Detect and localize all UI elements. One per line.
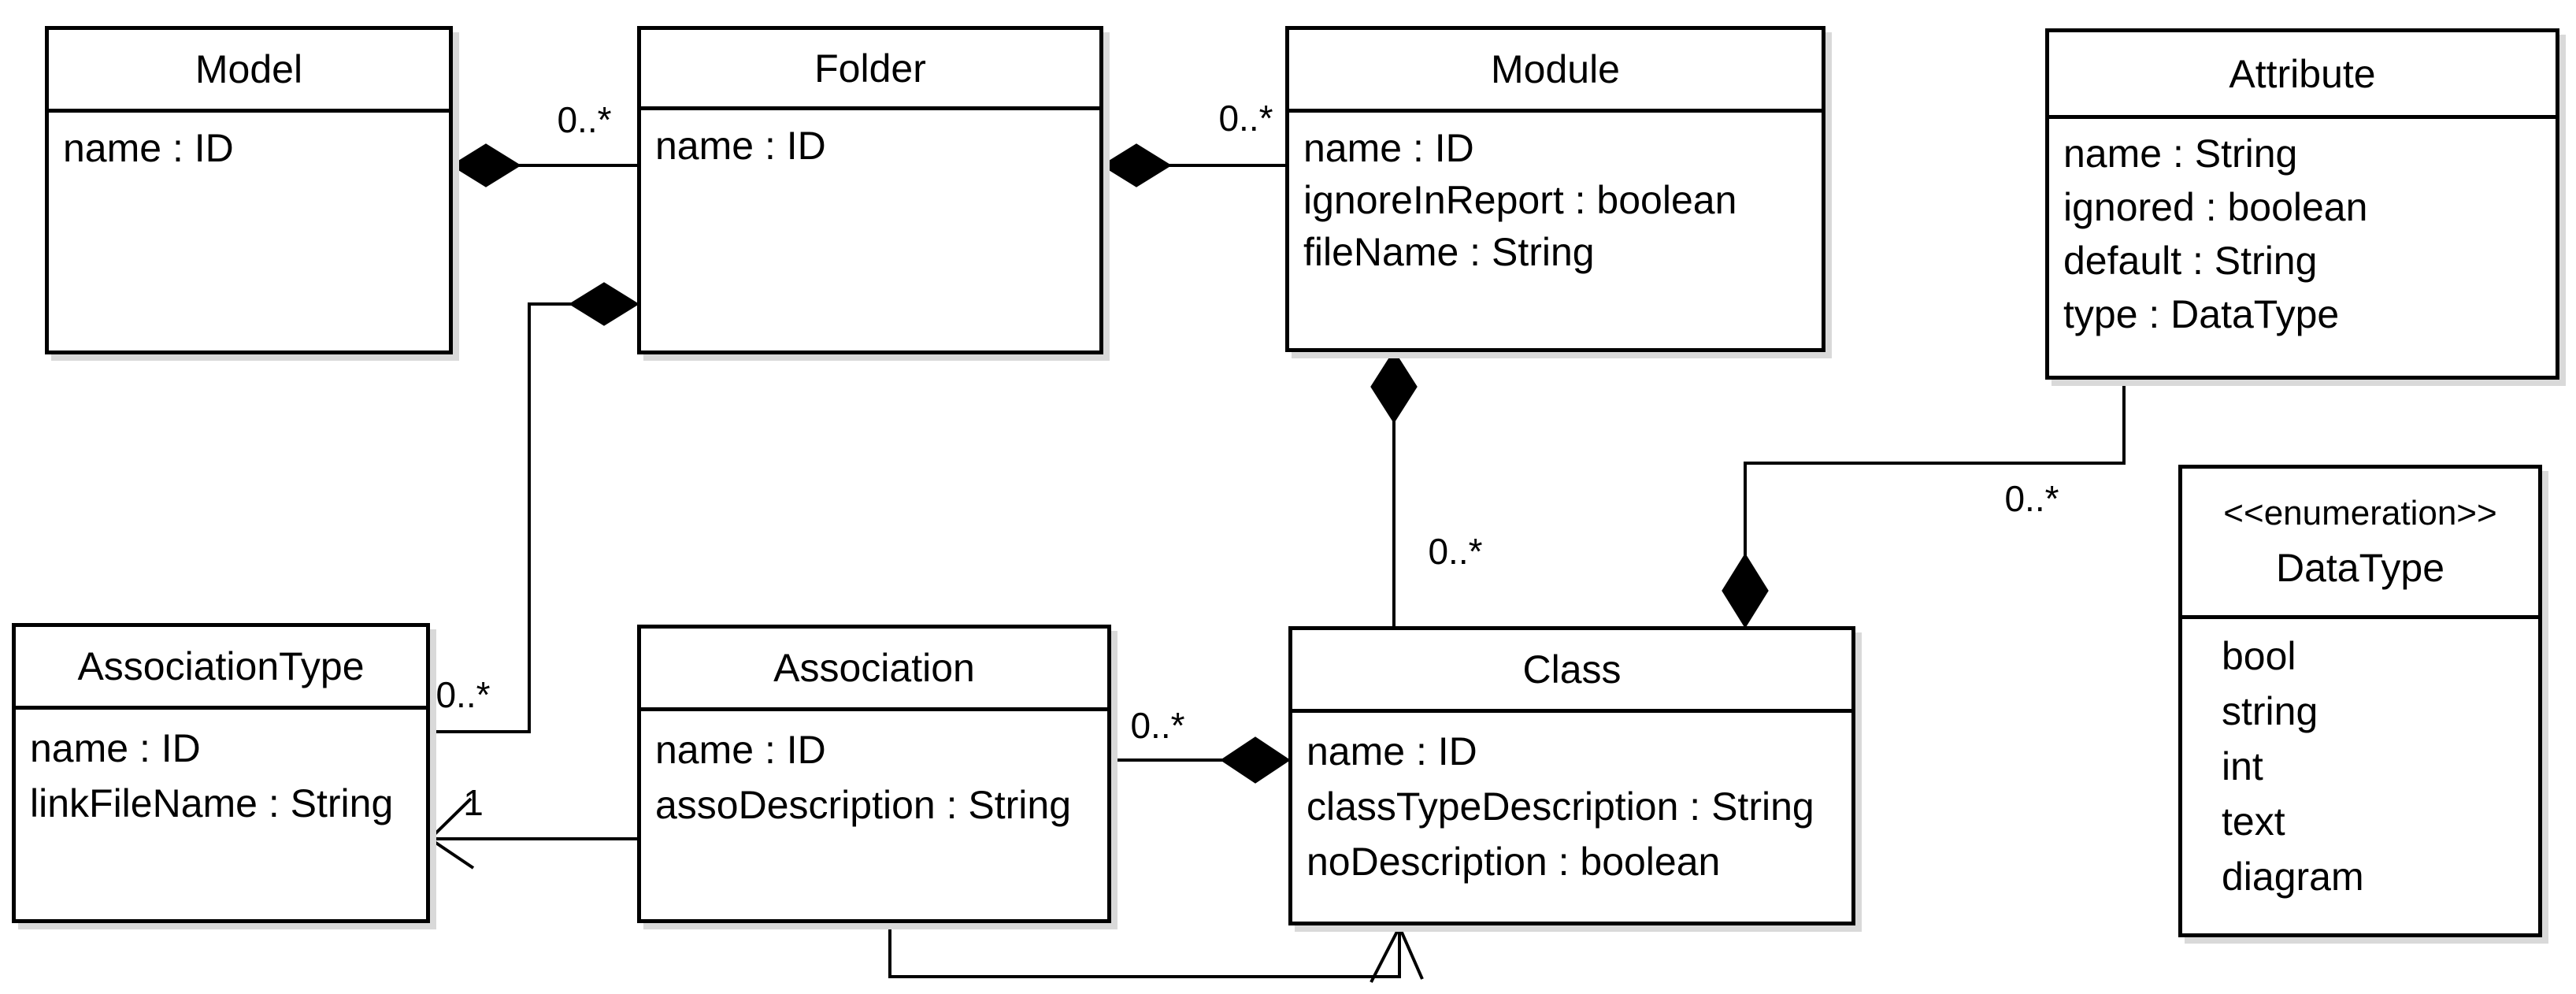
- enumeration-literal: diagram: [2222, 855, 2364, 899]
- multiplicity-label-model-folder: 0..*: [557, 99, 612, 140]
- attribute-line: name : ID: [655, 728, 826, 772]
- enumeration-literal: text: [2222, 799, 2285, 844]
- composition-diamond-icon: [1220, 736, 1291, 784]
- composition-diamond-icon: [1101, 143, 1172, 187]
- attribute-compartment: name : ID linkFileName : String: [16, 710, 426, 831]
- open-arrowhead-icon: [428, 837, 475, 870]
- enumeration-literal: int: [2222, 744, 2263, 788]
- open-arrowhead-icon: [1398, 926, 1424, 980]
- multiplicity-label-module-class: 0..*: [1428, 531, 1483, 572]
- enumeration-literals: bool string int text diagram: [2182, 619, 2538, 904]
- model-folder-composition-connector: [450, 143, 637, 187]
- attribute-compartment: name : String ignored : boolean default …: [2049, 119, 2556, 341]
- class-box-class: Class name : ID classTypeDescription : S…: [1288, 626, 1855, 925]
- class-box-associationtype: AssociationType name : ID linkFileName :…: [12, 623, 430, 923]
- composition-diamond-icon: [1722, 553, 1769, 629]
- association-class-loop-connector: [888, 922, 1424, 983]
- attribute-compartment: name : ID assoDescription : String: [641, 711, 1107, 833]
- folder-module-composition-connector: [1101, 143, 1285, 187]
- association-associationtype-connector: [428, 797, 637, 870]
- attribute-compartment: name : ID: [641, 110, 1099, 172]
- enumeration-stereotype: <<enumeration>>: [2223, 494, 2497, 532]
- multiplicity-label-association-class: 0..*: [1130, 705, 1185, 746]
- class-title: Module: [1289, 30, 1822, 113]
- multiplicity-label-folder-associationtype: 0..*: [436, 674, 491, 715]
- enumeration-box-datatype: <<enumeration>> DataType bool string int…: [2178, 465, 2542, 937]
- association-class-composition-connector: [1111, 736, 1291, 784]
- attribute-line: ignoreInReport : boolean: [1303, 178, 1737, 222]
- attribute-line: name : ID: [30, 726, 201, 770]
- open-arrowhead-icon: [1370, 926, 1401, 983]
- multiplicity-label-attribute-class: 0..*: [2004, 478, 2059, 519]
- attribute-line: name : ID: [655, 124, 826, 168]
- attribute-line: default : String: [2063, 239, 2318, 283]
- multiplicity-label-folder-module: 0..*: [1218, 98, 1273, 139]
- attribute-line: ignored : boolean: [2063, 185, 2368, 229]
- attribute-line: name : ID: [1303, 126, 1474, 170]
- class-title: Attribute: [2049, 32, 2556, 119]
- open-arrowhead-icon: [428, 797, 473, 840]
- class-title: Folder: [641, 30, 1099, 110]
- class-box-module: Module name : ID ignoreInReport : boolea…: [1285, 26, 1825, 352]
- composition-diamond-icon: [1370, 350, 1418, 424]
- enumeration-header: <<enumeration>> DataType: [2182, 469, 2538, 619]
- attribute-line: name : ID: [63, 126, 234, 170]
- composition-diamond-icon: [450, 143, 521, 187]
- attribute-line: classTypeDescription : String: [1307, 784, 1814, 829]
- attribute-line: linkFileName : String: [30, 781, 394, 825]
- composition-diamond-icon: [569, 282, 639, 326]
- enumeration-literal: string: [2222, 689, 2318, 733]
- class-title: Class: [1292, 630, 1851, 713]
- attribute-line: fileName : String: [1303, 230, 1595, 274]
- attribute-compartment: name : ID classTypeDescription : String …: [1292, 713, 1851, 889]
- class-title: AssociationType: [16, 627, 426, 710]
- enumeration-literal: bool: [2222, 634, 2296, 678]
- module-class-composition-connector: [1370, 350, 1418, 626]
- class-box-folder: Folder name : ID: [637, 26, 1103, 354]
- class-box-attribute: Attribute name : String ignored : boolea…: [2045, 28, 2559, 380]
- class-title: Model: [49, 30, 449, 113]
- attribute-line: name : ID: [1307, 729, 1477, 773]
- class-box-model: Model name : ID: [45, 26, 453, 354]
- class-box-association: Association name : ID assoDescription : …: [637, 625, 1111, 923]
- attribute-compartment: name : ID: [49, 113, 449, 174]
- attribute-line: assoDescription : String: [655, 783, 1072, 827]
- folder-associationtype-composition-connector: [430, 282, 639, 733]
- enumeration-title: DataType: [2275, 546, 2444, 590]
- attribute-line: noDescription : boolean: [1307, 840, 1721, 884]
- attribute-line: name : String: [2063, 132, 2298, 176]
- attribute-class-composition-connector: [1722, 378, 2126, 629]
- multiplicity-label-association-associationtype: 1: [463, 782, 484, 823]
- attribute-compartment: name : ID ignoreInReport : boolean fileN…: [1289, 113, 1822, 278]
- class-title: Association: [641, 629, 1107, 711]
- attribute-line: type : DataType: [2063, 292, 2340, 336]
